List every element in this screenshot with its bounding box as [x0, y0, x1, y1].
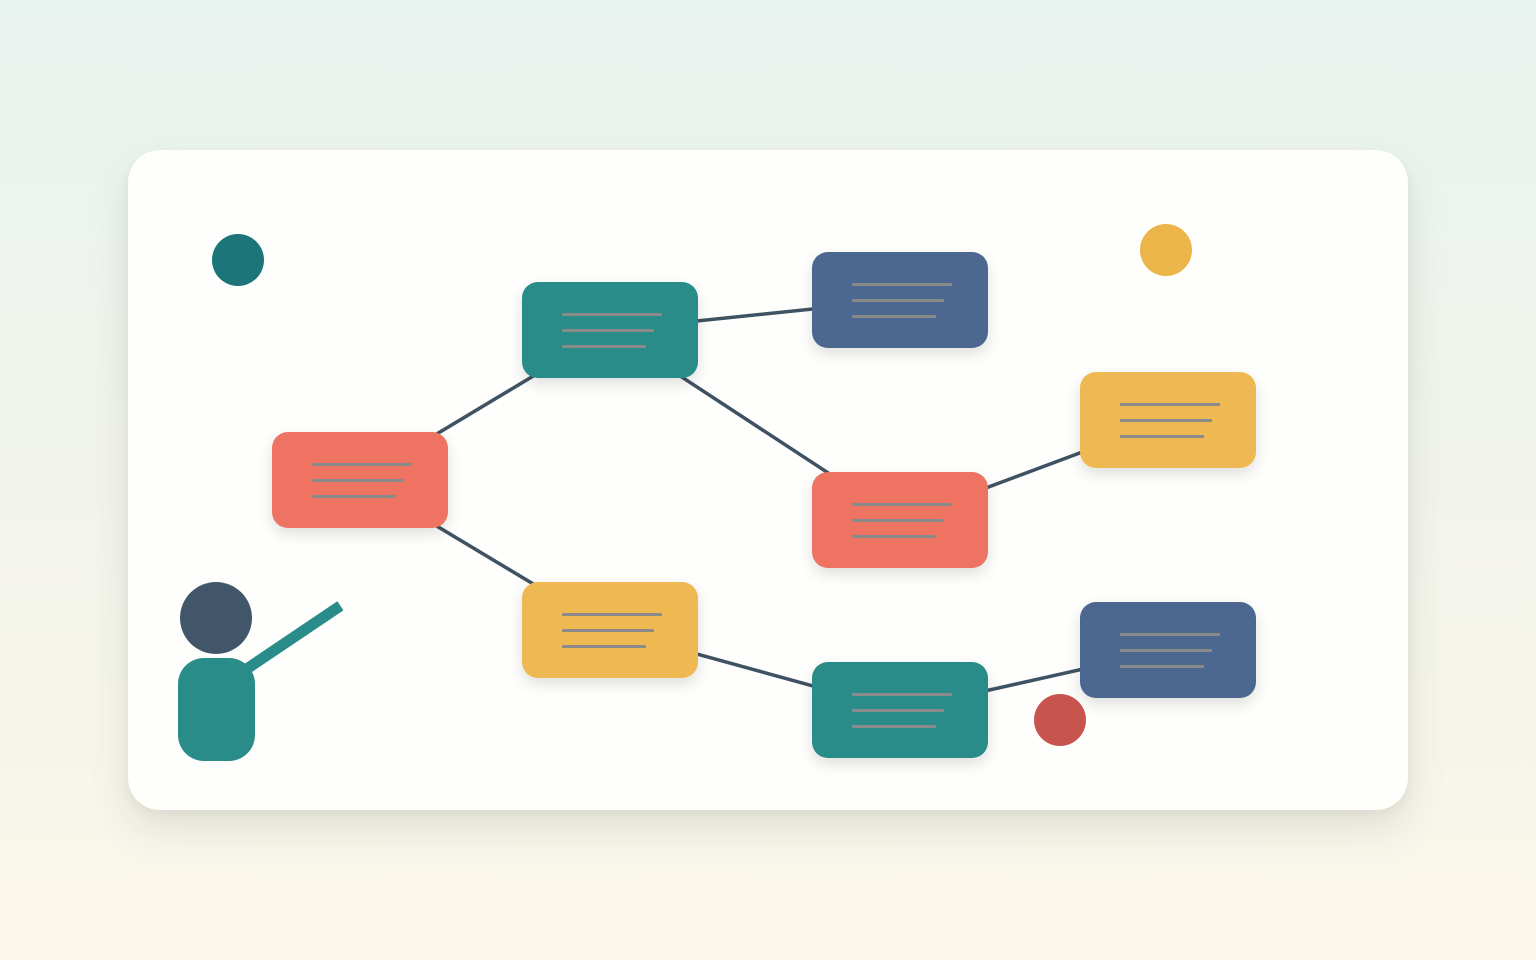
diagram-nodes	[272, 252, 1256, 758]
teal-dot	[212, 234, 264, 286]
node-middle-node	[812, 472, 988, 568]
presenter-head	[180, 582, 252, 654]
node-upper-branch	[522, 282, 698, 378]
placeholder-text-line	[312, 479, 404, 482]
placeholder-text-line	[852, 299, 944, 302]
connector-lines	[358, 298, 1170, 712]
placeholder-text-line	[562, 329, 654, 332]
node-lower-node	[812, 662, 988, 758]
presenter-pointer	[244, 601, 344, 673]
placeholder-text-line	[852, 693, 952, 696]
decorative-dots	[212, 224, 1192, 746]
placeholder-text-line	[1120, 665, 1204, 668]
placeholder-text-line	[562, 345, 646, 348]
placeholder-text-line	[562, 313, 662, 316]
placeholder-text-line	[562, 645, 646, 648]
node-lower-leaf	[1080, 602, 1256, 698]
placeholder-text-line	[1120, 403, 1220, 406]
node-lower-branch	[522, 582, 698, 678]
placeholder-text-line	[1120, 649, 1212, 652]
placeholder-text-line	[562, 613, 662, 616]
red-dot	[1034, 694, 1086, 746]
placeholder-text-line	[852, 283, 952, 286]
node-upper-leaf	[812, 252, 988, 348]
presenter-body	[178, 658, 255, 761]
placeholder-text-line	[1120, 419, 1212, 422]
placeholder-text-line	[852, 503, 952, 506]
placeholder-text-line	[312, 495, 396, 498]
placeholder-text-line	[1120, 633, 1220, 636]
placeholder-text-line	[852, 535, 936, 538]
placeholder-text-line	[852, 725, 936, 728]
presenter-figure-icon	[178, 582, 344, 761]
placeholder-text-line	[852, 519, 944, 522]
node-middle-leaf	[1080, 372, 1256, 468]
placeholder-text-line	[312, 463, 412, 466]
amber-dot	[1140, 224, 1192, 276]
placeholder-text-line	[852, 315, 936, 318]
node-root	[272, 432, 448, 528]
placeholder-text-line	[562, 629, 654, 632]
placeholder-text-line	[852, 709, 944, 712]
placeholder-text-line	[1120, 435, 1204, 438]
